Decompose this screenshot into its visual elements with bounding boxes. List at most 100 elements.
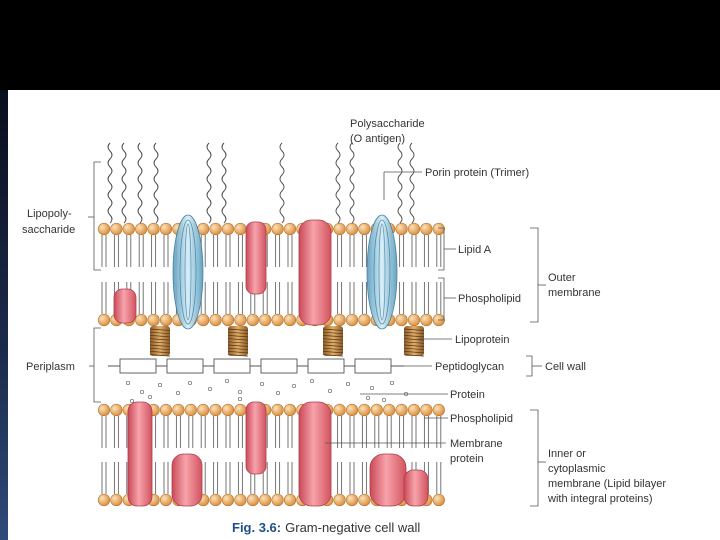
peptidoglycan-unit [307, 358, 345, 374]
polysaccharide-label: Polysaccharide [350, 118, 425, 130]
coil-turn [322, 351, 344, 354]
membrane-proteins [113, 219, 429, 507]
phospholipid-head [234, 313, 247, 327]
outer-membrane-label-2: membrane [548, 287, 601, 299]
leader-lines [88, 161, 546, 507]
periplasmic-protein [147, 394, 153, 400]
coil-turn [149, 328, 171, 331]
coil-turn [149, 351, 171, 354]
coil-turn [149, 341, 171, 344]
porin-subunit [373, 219, 391, 325]
lipid-a-head [432, 222, 445, 236]
caption-title: Gram-negative cell wall [285, 520, 420, 535]
inner-membrane-label-3: membrane (Lipid bilayer [548, 478, 666, 490]
phospholipid-head [234, 493, 247, 507]
coil-turn [322, 335, 344, 338]
phospholipid-head [221, 493, 235, 507]
porin-label: Porin protein (Trimer) [425, 167, 529, 179]
phospholipid-head [333, 313, 346, 327]
phospholipid-head [159, 313, 173, 327]
phospholipid-head [97, 493, 111, 507]
phospholipid-head [283, 403, 297, 417]
coil-turn [403, 347, 425, 351]
periplasmic-protein [275, 390, 281, 396]
coil-turn [227, 347, 249, 351]
lipopolysaccharide-label-2: saccharide [22, 224, 75, 236]
phospholipid-head [159, 403, 173, 417]
lipid-a-head [358, 222, 371, 236]
lipid-a-head [147, 222, 160, 236]
integral-membrane-protein [127, 401, 153, 507]
lipid-a-head [221, 222, 235, 236]
peptidoglycan-unit [260, 358, 298, 374]
integral-membrane-protein [369, 453, 407, 507]
inner-membrane-label-4: with integral proteins) [547, 493, 653, 505]
periplasmic-protein [224, 378, 230, 384]
coil-turn [227, 328, 249, 331]
coil-turn [149, 344, 171, 347]
phospholipid-head [432, 403, 445, 417]
lipid-a-label: Lipid A [458, 244, 492, 256]
periplasmic-protein [369, 385, 375, 391]
peptidoglycan-unit [119, 358, 157, 374]
coil-turn [403, 328, 425, 331]
porin-subunit [179, 219, 197, 325]
phospholipid-head [221, 403, 235, 417]
phospholipid-head [345, 313, 359, 327]
phospholipid-head [135, 313, 148, 327]
membrane-protein-label-2: protein [450, 453, 484, 465]
lipoprotein-label: Lipoprotein [455, 334, 509, 346]
periplasmic-protein [207, 386, 213, 392]
coil-turn [403, 341, 425, 344]
phospholipid-head [110, 493, 123, 507]
lipid-a-head [283, 222, 297, 236]
coil-turn [227, 351, 249, 354]
coil-turn [322, 344, 344, 347]
lipid-a-head [234, 222, 247, 236]
coil-turn [322, 338, 344, 341]
coil-turn [227, 338, 249, 341]
lipid-a-head [97, 222, 111, 236]
coil-turn [227, 341, 249, 344]
lipid-a-head [209, 222, 222, 236]
lipid-a-head [159, 222, 173, 236]
outer-membrane-protein [113, 288, 137, 324]
lipid-a-head [135, 222, 148, 236]
coil-turn [403, 344, 425, 347]
periplasmic-protein [175, 390, 181, 396]
periplasmic-protein [237, 389, 243, 395]
phospholipid-head [172, 403, 185, 417]
o-antigen-chain [409, 142, 415, 224]
phospholipid-head [110, 403, 123, 417]
porin-proteins [172, 214, 398, 330]
phospholipid-head [197, 313, 210, 327]
periplasmic-proteins [125, 378, 409, 404]
lipid-a-head [395, 222, 408, 236]
coil-turn [149, 354, 171, 357]
coil-turn [227, 354, 249, 357]
coil-turn [227, 331, 249, 335]
coil-turn [149, 335, 171, 338]
periplasmic-protein [381, 397, 387, 403]
phospholipid-head [246, 313, 259, 327]
phospholipid-head [383, 403, 396, 417]
phospholipid-head [432, 493, 445, 507]
periplasmic-protein [345, 381, 351, 387]
outer-membrane-protein [245, 221, 267, 295]
coil-turn [227, 335, 249, 338]
phospholipid-head [407, 313, 421, 327]
o-antigen-label: (O antigen) [350, 133, 405, 145]
periplasmic-protein [389, 380, 395, 386]
lipid-a-head [122, 222, 135, 236]
phospholipid-head [209, 493, 222, 507]
periplasmic-protein [365, 395, 371, 401]
phospholipid-head [358, 313, 371, 327]
phospholipid-head [407, 403, 421, 417]
outer-membrane-label-1: Outer [548, 272, 576, 284]
porin-protein [172, 214, 204, 330]
phospholipid-head [259, 313, 272, 327]
lipoprotein-coils [149, 326, 425, 357]
phospholipid-head [259, 493, 272, 507]
phospholipid-head [420, 403, 433, 417]
